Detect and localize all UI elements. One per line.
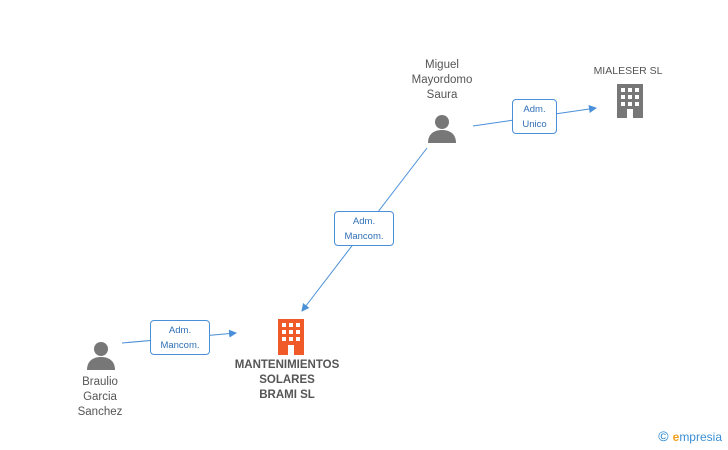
edge-label-miguel-mialeser[interactable]: Adm. Unico bbox=[512, 99, 557, 134]
brand-e: e bbox=[672, 430, 680, 444]
person-name: Braulio Garcia Sanchez bbox=[77, 376, 123, 418]
node-miguel[interactable]: Miguel Mayordomo Saura bbox=[392, 58, 492, 103]
node-mantenimientos[interactable]: MANTENIMIENTOS SOLARES BRAMI SL bbox=[222, 358, 352, 403]
person-icon bbox=[428, 115, 456, 143]
node-mialeser[interactable]: MIALESER SL bbox=[578, 64, 678, 79]
edge-label-braulio-mantenimientos[interactable]: Adm. Mancom. bbox=[150, 320, 210, 355]
edge-label-miguel-mantenimientos[interactable]: Adm. Mancom. bbox=[334, 211, 394, 246]
brand-name: mpresia bbox=[679, 430, 722, 444]
building-icon bbox=[278, 319, 304, 355]
person-name: Miguel Mayordomo Saura bbox=[411, 59, 473, 101]
building-icon bbox=[617, 84, 643, 118]
node-braulio[interactable]: Braulio Garcia Sanchez bbox=[50, 375, 150, 420]
empresia-watermark: ©empresia bbox=[658, 428, 722, 444]
company-name: MIALESER SL bbox=[593, 65, 663, 77]
company-name: MANTENIMIENTOS SOLARES BRAMI SL bbox=[234, 359, 340, 401]
person-icon bbox=[87, 342, 115, 370]
copyright-symbol: © bbox=[658, 428, 669, 444]
